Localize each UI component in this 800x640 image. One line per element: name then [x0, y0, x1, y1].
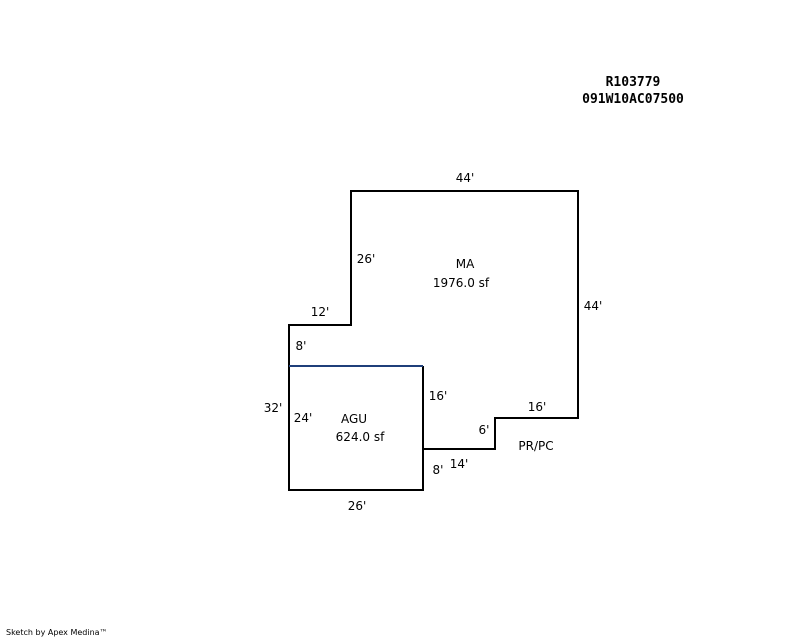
- garage-outline: [288, 366, 424, 491]
- dim-upper-left: 26': [357, 252, 376, 266]
- main-area-outline: [288, 190, 579, 450]
- garage-code: AGU: [341, 412, 367, 426]
- dim-porch-left: 6': [479, 423, 490, 437]
- parcel-id: R103779: [605, 75, 661, 90]
- main-area-size: 1976.0 sf: [433, 276, 490, 290]
- dim-right: 44': [584, 299, 603, 313]
- parcel-identifiers: R103779 091W10AC07500: [560, 74, 706, 108]
- footer-credit: Sketch by Apex Medina™: [6, 628, 108, 637]
- dim-garage-left: 24': [294, 411, 313, 425]
- main-area-code: MA: [456, 257, 475, 271]
- dim-porch-top: 16': [528, 400, 547, 414]
- dim-porch-bottom: 14': [450, 457, 469, 471]
- dim-step-left: 8': [296, 339, 307, 353]
- dim-left-total: 32': [264, 401, 283, 415]
- porch-code: PR/PC: [518, 439, 553, 453]
- dim-garage-right: 16': [429, 389, 448, 403]
- map-number: 091W10AC07500: [582, 92, 684, 107]
- dim-step-top: 12': [311, 305, 330, 319]
- dim-garage-bottom: 26': [348, 499, 367, 513]
- garage-size: 624.0 sf: [336, 430, 385, 444]
- dim-garage-step: 8': [433, 463, 444, 477]
- dim-top: 44': [456, 171, 475, 185]
